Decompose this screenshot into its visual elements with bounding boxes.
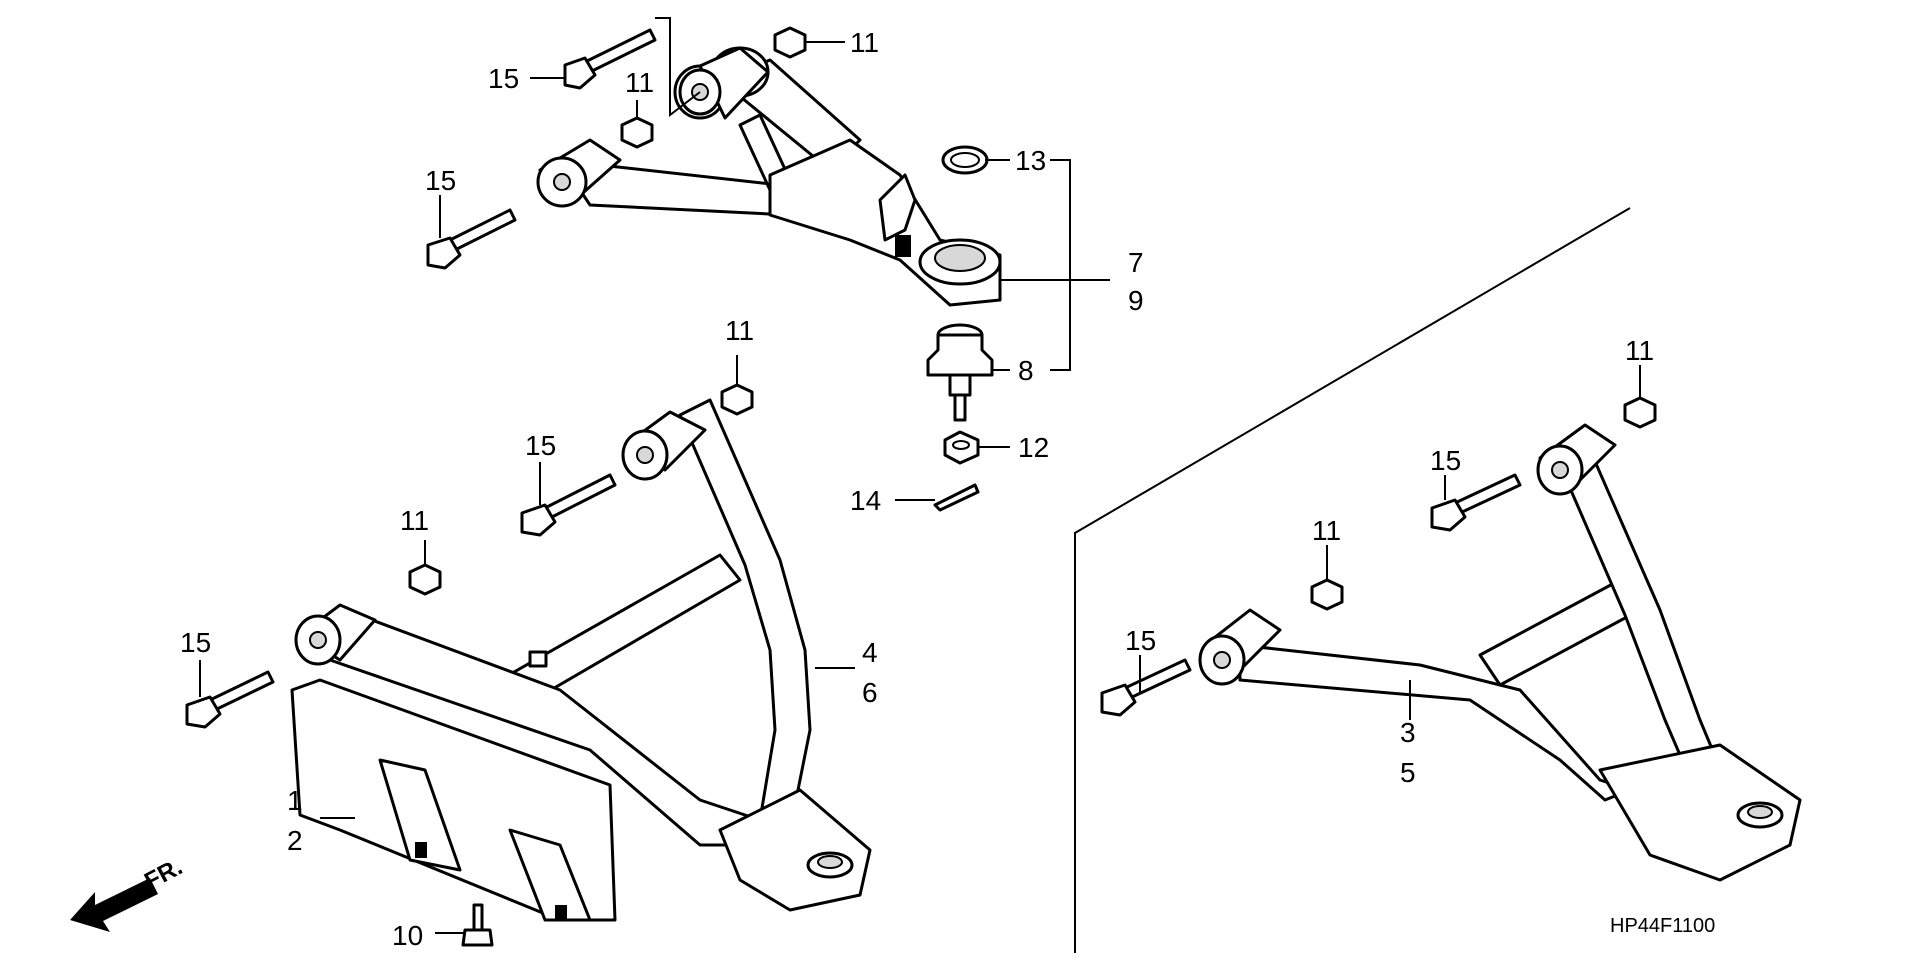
bolt-15-d[interactable] bbox=[185, 670, 275, 729]
nut-11-f[interactable] bbox=[1623, 396, 1657, 429]
upper-arm[interactable] bbox=[536, 46, 1002, 307]
nut-11-b[interactable] bbox=[620, 116, 654, 149]
cotter-pin[interactable] bbox=[933, 483, 980, 512]
nut-11-a[interactable] bbox=[773, 26, 807, 59]
callout-15-c: 15 bbox=[525, 430, 556, 461]
callout-5: 5 bbox=[1400, 757, 1416, 788]
callout-11-c: 11 bbox=[725, 315, 754, 346]
callout-12: 12 bbox=[1018, 432, 1049, 463]
guard-plate[interactable] bbox=[290, 678, 617, 922]
callout-15-a: 15 bbox=[488, 63, 519, 94]
callout-11-f: 11 bbox=[1625, 335, 1654, 366]
nut-11-e[interactable] bbox=[1310, 578, 1344, 611]
callout-2: 2 bbox=[287, 825, 303, 856]
castle-nut[interactable] bbox=[943, 430, 980, 465]
bolt-15-f[interactable] bbox=[1430, 473, 1522, 532]
leader-lines bbox=[199, 17, 1641, 934]
callout-10: 10 bbox=[392, 920, 423, 951]
callout-15-d: 15 bbox=[180, 627, 211, 658]
callout-7: 7 bbox=[1128, 247, 1144, 278]
ball-joint[interactable] bbox=[926, 323, 994, 422]
front-direction-arrow: FR. bbox=[70, 853, 187, 932]
callout-15-b: 15 bbox=[425, 165, 456, 196]
callout-14: 14 bbox=[850, 485, 881, 516]
nut-11-c[interactable] bbox=[720, 383, 754, 416]
callout-11-b: 11 bbox=[625, 67, 654, 98]
callout-6: 6 bbox=[862, 677, 878, 708]
nut-11-d[interactable] bbox=[408, 563, 442, 596]
callout-9: 9 bbox=[1128, 285, 1144, 316]
bolt-15-e[interactable] bbox=[1100, 658, 1192, 717]
diagram-code: HP44F1100 bbox=[1610, 915, 1715, 937]
callout-15-f: 15 bbox=[1430, 445, 1461, 476]
snap-ring[interactable] bbox=[941, 145, 989, 175]
lower-arm-left[interactable] bbox=[294, 398, 872, 912]
lower-arm-right[interactable] bbox=[1198, 423, 1802, 882]
bolt-15-a[interactable] bbox=[563, 28, 657, 90]
panel-divider bbox=[1074, 207, 1631, 953]
callout-13: 13 bbox=[1015, 145, 1046, 176]
callout-8: 8 bbox=[1018, 355, 1034, 386]
bolt-15-b[interactable] bbox=[426, 208, 517, 270]
callout-15-e: 15 bbox=[1125, 625, 1156, 656]
bolt-15-c[interactable] bbox=[520, 473, 617, 537]
callout-11-d: 11 bbox=[400, 505, 429, 536]
callout-11-a: 11 bbox=[850, 27, 879, 58]
bolt-10[interactable] bbox=[461, 903, 494, 947]
callout-3: 3 bbox=[1400, 717, 1416, 748]
callout-11-e: 11 bbox=[1312, 515, 1341, 546]
callout-1: 1 bbox=[287, 785, 303, 816]
callout-4: 4 bbox=[862, 637, 878, 668]
